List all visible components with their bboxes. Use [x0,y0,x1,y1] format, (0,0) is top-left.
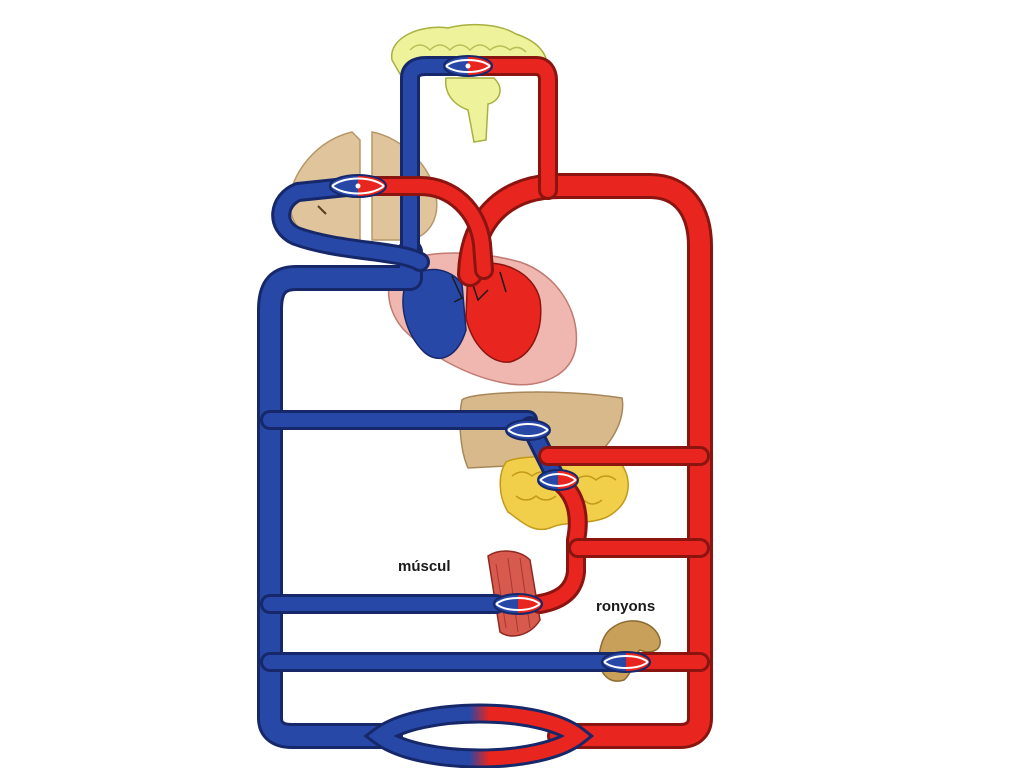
capillary-node-kidney [601,651,651,673]
capillary-node-intestine [537,469,579,491]
capillary-node-lungs [329,174,387,198]
heart-illustration [387,252,578,386]
label-kidneys: ronyons [596,598,655,615]
label-legs: cames [461,728,508,745]
label-muscle: múscul [398,558,451,575]
legs-capillary-bed [363,703,595,768]
capillary-node-liver [505,419,551,441]
capillary-node-brain [443,55,493,77]
capillary-node-muscle [493,593,543,615]
